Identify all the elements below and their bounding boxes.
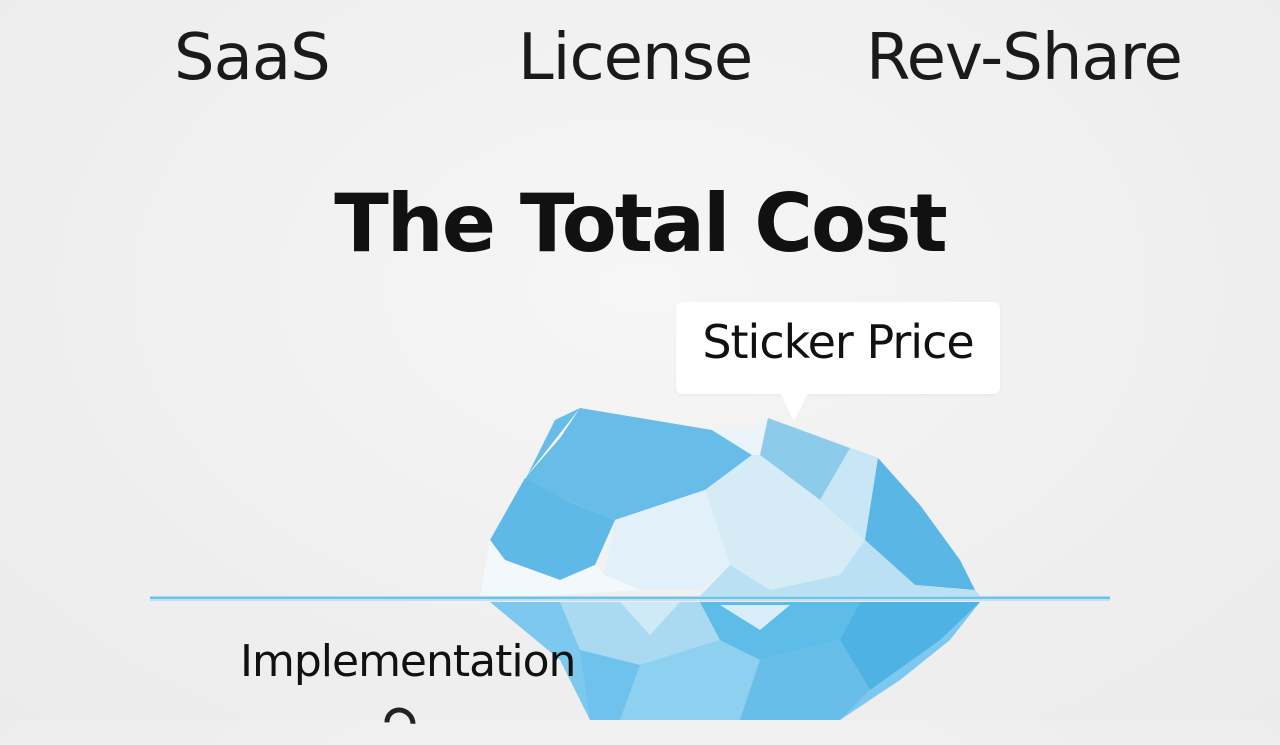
- callout-pointer: [780, 393, 808, 421]
- pricing-model-license: License: [518, 21, 753, 95]
- diagram-title: The Total Cost: [334, 177, 948, 270]
- pricing-model-rev-share: Rev-Share: [866, 21, 1183, 95]
- iceberg-tip: [480, 408, 980, 596]
- iceberg-illustration: [150, 408, 1110, 720]
- sticker-price-callout: Sticker Price: [676, 302, 1000, 394]
- pricing-model-saas: SaaS: [174, 21, 331, 95]
- callout-label: Sticker Price: [702, 315, 974, 369]
- iceberg-underwater: [490, 602, 980, 720]
- hidden-cost-implementation: Implementation: [240, 636, 576, 687]
